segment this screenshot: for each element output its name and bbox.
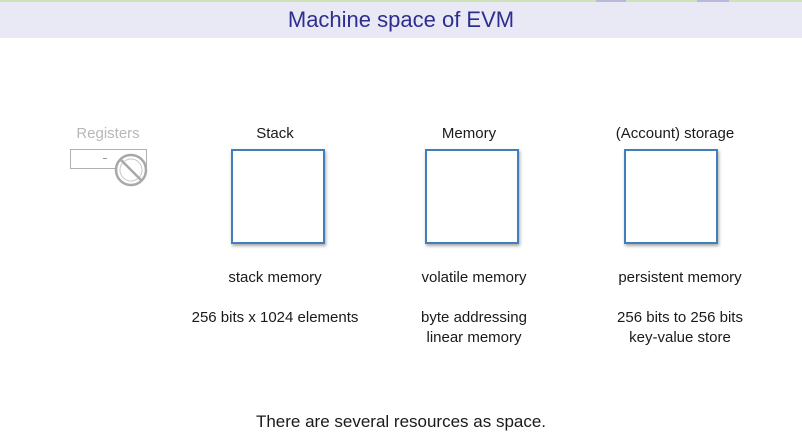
storage-desc: persistent memory bbox=[618, 269, 742, 286]
storage-detail-1: 256 bits to 256 bits bbox=[617, 309, 743, 326]
title-bar bbox=[0, 0, 802, 38]
memory-label: Memory bbox=[441, 125, 497, 142]
memory-detail-1: byte addressing bbox=[421, 309, 527, 326]
stack-detail: 256 bits x 1024 elements bbox=[191, 309, 359, 326]
registers-box bbox=[70, 149, 147, 169]
page-title: Machine space of EVM bbox=[287, 7, 515, 32]
memory-box bbox=[425, 149, 519, 244]
storage-detail-2: key-value store bbox=[629, 329, 731, 346]
stack-desc: stack memory bbox=[228, 269, 322, 286]
storage-box bbox=[624, 149, 718, 244]
registers-dash bbox=[103, 158, 107, 159]
storage-label: (Account) storage bbox=[615, 125, 735, 142]
registers-label: Registers bbox=[76, 125, 140, 142]
stack-label: Stack bbox=[256, 125, 294, 142]
stack-box bbox=[231, 149, 325, 244]
prohibited-icon bbox=[114, 153, 148, 187]
memory-desc: volatile memory bbox=[421, 269, 527, 286]
title-accent bbox=[697, 0, 729, 2]
title-accent bbox=[596, 0, 626, 2]
footer-caption: There are several resources as space. bbox=[255, 412, 547, 431]
memory-detail-2: linear memory bbox=[426, 329, 522, 346]
